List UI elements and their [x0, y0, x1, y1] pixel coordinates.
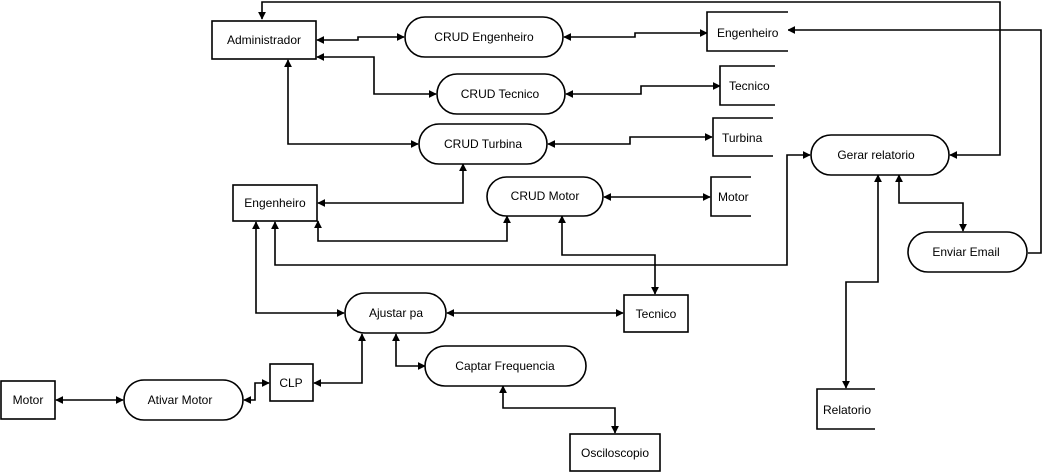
edge-clp-ativar-motor: [243, 379, 270, 404]
process-label: Gerar relatorio: [837, 148, 915, 162]
process-label: CRUD Engenheiro: [434, 30, 534, 44]
store-outline: [706, 11, 788, 52]
process-shape: [404, 16, 564, 58]
entity-box: [211, 20, 317, 60]
process-label: Enviar Email: [932, 245, 999, 259]
entity-tecnico: Tecnico: [623, 294, 689, 333]
store-motor: Motor: [710, 176, 751, 217]
process-shape: [123, 379, 244, 421]
entity-administrador: Administrador: [211, 20, 317, 60]
edge-ajustar-pa-captar-frequencia: [392, 333, 426, 370]
process-shape: [810, 134, 950, 176]
process-label: CRUD Motor: [511, 189, 580, 203]
process-label: CRUD Tecnico: [461, 87, 540, 101]
process-shape: [436, 73, 566, 115]
edge-crud-motor-tecnico: [558, 215, 659, 295]
process-ajustar-pa: Ajustar pa: [344, 292, 447, 334]
process-label: Ativar Motor: [148, 393, 213, 407]
edge-engenheiro-store-enviar-email: [787, 26, 1042, 254]
store-label: Engenheiro: [717, 26, 779, 40]
entity-label: Administrador: [227, 33, 301, 47]
entity-label: Motor: [13, 393, 44, 407]
store-turbina: Turbina: [712, 117, 773, 157]
edge-ajustar-pa-clp: [313, 333, 366, 387]
edge-admin-crud-tecnico: [316, 53, 437, 98]
entity-clp: CLP: [269, 363, 314, 402]
process-crud-tecnico: CRUD Tecnico: [436, 73, 566, 115]
edge-captar-frequencia-osciloscopio: [499, 385, 619, 434]
entity-label: Osciloscopio: [581, 446, 649, 460]
edge-engenheiro-ajustar-pa: [252, 221, 345, 317]
process-captar-frequencia: Captar Frequencia: [424, 345, 587, 387]
entity-label: Engenheiro: [244, 196, 306, 210]
store-label: Turbina: [722, 131, 763, 145]
edge-crud-engenheiro-store: [563, 29, 708, 41]
entity-box: [0, 380, 56, 420]
edge-admin-crud-turbina: [284, 59, 419, 148]
entity-motor: Motor: [0, 380, 56, 420]
edge-crud-turbina-store: [547, 133, 713, 148]
edge-gerar-relatorio-relatorio: [842, 174, 882, 389]
edge-engenheiro-crud-turbina: [317, 163, 467, 207]
process-crud-turbina: CRUD Turbina: [418, 123, 548, 165]
store-label: Tecnico: [729, 79, 770, 93]
process-gerar-relatorio: Gerar relatorio: [810, 134, 950, 176]
process-shape: [907, 231, 1028, 273]
store-outline: [712, 117, 773, 157]
entity-box: [569, 433, 661, 472]
edge-crud-tecnico-store: [565, 82, 721, 98]
process-shape: [424, 345, 587, 387]
edge-engenheiro-crud-motor: [314, 215, 511, 242]
entity-label: CLP: [279, 376, 302, 390]
store-outline: [816, 388, 875, 430]
store-outline: [710, 176, 751, 217]
store-tecnico: Tecnico: [719, 65, 775, 106]
process-label: Captar Frequencia: [455, 359, 555, 373]
entity-box: [623, 294, 689, 333]
entity-box: [232, 184, 318, 222]
process-label: CRUD Turbina: [444, 137, 522, 151]
process-shape: [418, 123, 548, 165]
entity-label: Tecnico: [636, 307, 677, 321]
store-relatorio: Relatorio: [816, 388, 875, 430]
process-shape: [486, 176, 604, 217]
store-outline: [719, 65, 775, 106]
process-crud-engenheiro: CRUD Engenheiro: [404, 16, 564, 58]
store-engenheiro: Engenheiro: [706, 11, 788, 52]
process-ativar-motor: Ativar Motor: [123, 379, 244, 421]
connectors: [55, 1, 1042, 434]
process-crud-motor: CRUD Motor: [486, 176, 604, 217]
edge-gerar-relatorio-enviar-email: [895, 174, 967, 232]
store-label: Relatorio: [823, 403, 871, 417]
store-label: Motor: [718, 190, 749, 204]
edge-admin-to-gerar-relatorio: [258, 1, 1001, 159]
entity-osciloscopio: Osciloscopio: [569, 433, 661, 472]
process-shape: [344, 292, 447, 334]
edge-admin-crud-engenheiro: [316, 33, 405, 44]
entity-box: [269, 363, 314, 402]
entity-engenheiro-left: Engenheiro: [232, 184, 318, 222]
process-label: Ajustar pa: [369, 306, 423, 320]
process-enviar-email: Enviar Email: [907, 231, 1028, 273]
